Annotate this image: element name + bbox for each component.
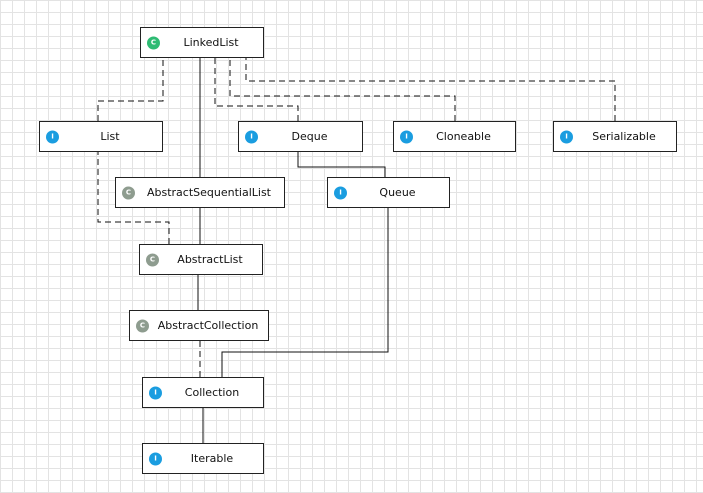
interface-badge-icon: I xyxy=(334,186,347,199)
node-label: Collection xyxy=(184,386,240,399)
class-badge-icon: C xyxy=(147,36,160,49)
abstract-class-badge-icon: C xyxy=(146,253,159,266)
edge-list-to-linkedlist xyxy=(97,51,167,121)
edge-deque-to-linkedlist xyxy=(211,51,299,121)
node-iterable[interactable]: I Iterable xyxy=(142,443,264,474)
node-abstractcollection[interactable]: C AbstractCollection xyxy=(129,310,269,341)
node-collection[interactable]: I Collection xyxy=(142,377,264,408)
interface-badge-icon: I xyxy=(245,130,258,143)
node-label: Serializable xyxy=(592,130,656,143)
interface-badge-icon: I xyxy=(400,130,413,143)
node-list[interactable]: I List xyxy=(39,121,163,152)
node-abstractlist[interactable]: C AbstractList xyxy=(139,244,263,275)
node-queue[interactable]: I Queue xyxy=(327,177,450,208)
node-serializable[interactable]: I Serializable xyxy=(553,121,677,152)
node-label: AbstractSequentialList xyxy=(146,186,271,199)
edge-queue-to-deque xyxy=(294,145,386,177)
abstract-class-badge-icon: C xyxy=(136,319,149,332)
node-deque[interactable]: I Deque xyxy=(238,121,363,152)
node-label: Iterable xyxy=(190,452,234,465)
node-abstractsequentiallist[interactable]: C AbstractSequentialList xyxy=(115,177,285,208)
interface-badge-icon: I xyxy=(46,130,59,143)
abstract-class-badge-icon: C xyxy=(122,186,135,199)
node-label: List xyxy=(100,130,120,143)
edge-cloneable-to-linkedlist xyxy=(226,51,456,121)
interface-badge-icon: I xyxy=(560,130,573,143)
node-label: AbstractList xyxy=(177,253,243,266)
node-label: Queue xyxy=(379,186,416,199)
edge-collection-to-queue xyxy=(221,201,392,377)
node-cloneable[interactable]: I Cloneable xyxy=(393,121,516,152)
node-label: Cloneable xyxy=(436,130,491,143)
node-linkedlist[interactable]: C LinkedList xyxy=(140,27,264,58)
edge-serializable-to-linkedlist xyxy=(242,51,616,121)
node-label: Deque xyxy=(291,130,328,143)
node-label: AbstractCollection xyxy=(157,319,259,332)
interface-badge-icon: I xyxy=(149,452,162,465)
node-label: LinkedList xyxy=(183,36,239,49)
interface-badge-icon: I xyxy=(149,386,162,399)
